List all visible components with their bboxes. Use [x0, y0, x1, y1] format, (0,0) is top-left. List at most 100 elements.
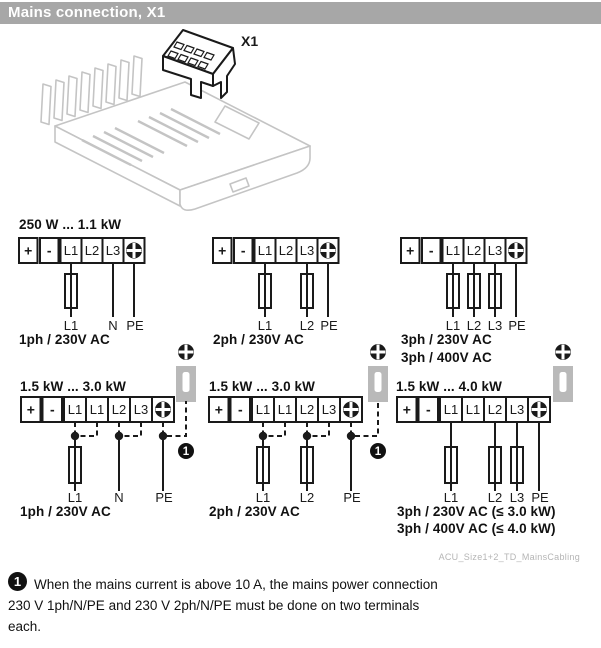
power-range-title: 1.5 kW ... 3.0 kW — [20, 379, 126, 394]
connector-label: X1 — [241, 33, 258, 49]
clamp-slot — [559, 372, 567, 392]
terminal-label: L2 — [467, 243, 481, 258]
device-body — [54, 81, 311, 211]
terminal-cell — [229, 396, 251, 423]
wiring-diagram-d3: + - L1 L2 L3 L1 L2 L3 PE — [400, 237, 528, 332]
earth-screw-icon — [555, 344, 571, 360]
jumper-wire — [123, 422, 142, 437]
terminal-cell — [233, 237, 254, 264]
jumper-wire — [267, 422, 286, 437]
terminal-label: + — [24, 243, 32, 259]
terminal-strip: + - L1 L2 L3 — [212, 237, 340, 264]
power-range-title: 250 W ... 1.1 kW — [19, 217, 122, 232]
supply-caption: 2ph / 230V AC — [209, 504, 300, 519]
wire-label: N — [114, 490, 123, 505]
terminal-strip: + - L1 L1 L2 L3 — [208, 396, 363, 423]
terminal-label: + — [406, 243, 414, 259]
device-illustration: X1 — [40, 29, 311, 211]
terminal-label: L3 — [106, 243, 120, 258]
earth-clamp — [176, 344, 196, 402]
wire-label: L1 — [64, 318, 78, 332]
wire-label: L1 — [258, 318, 272, 332]
earth-screw-icon — [343, 401, 359, 418]
supply-caption: 3ph / 400V AC (≤ 4.0 kW) — [397, 521, 556, 536]
earth-screw-icon — [178, 344, 194, 360]
wiring-diagram-d4: + - L1 L1 L2 L3 1 L1 N PE — [20, 396, 194, 505]
wiring-diagram-d1: + - L1 L2 L3 L1 N PE — [18, 237, 146, 332]
terminal-cell — [18, 237, 39, 264]
power-range-title: 1.5 kW ... 4.0 kW — [396, 379, 502, 394]
wire-label: PE — [343, 490, 361, 505]
earth-clamp — [368, 344, 388, 402]
terminal-label: - — [429, 243, 434, 259]
terminal-label: + — [218, 243, 226, 259]
terminal-label: L1 — [444, 402, 458, 417]
terminal-cell — [396, 396, 418, 423]
terminal-label: L3 — [322, 402, 336, 417]
jumper-wire — [79, 422, 98, 437]
wire-label: N — [108, 318, 117, 332]
earth-clamp-link — [355, 401, 379, 437]
earth-screw-icon — [508, 242, 524, 259]
terminal-label: L2 — [300, 402, 314, 417]
terminal-label: L1 — [256, 402, 270, 417]
terminal-label: + — [215, 402, 223, 418]
terminal-label: L2 — [279, 243, 293, 258]
terminal-label: - — [426, 402, 431, 418]
terminal-label: L1 — [90, 402, 104, 417]
heatsink-fins — [40, 55, 143, 126]
earth-screw-icon — [126, 242, 142, 259]
wire-label: PE — [155, 490, 173, 505]
supply-caption: 2ph / 230V AC — [213, 332, 304, 347]
supply-caption: 3ph / 400V AC — [401, 350, 492, 365]
wire-label: L2 — [300, 490, 314, 505]
terminal-label: L3 — [488, 243, 502, 258]
terminal-label: L1 — [278, 402, 292, 417]
power-range-title: 1.5 kW ... 3.0 kW — [209, 379, 315, 394]
wire-label: L3 — [488, 318, 502, 332]
terminal-strip: + - L1 L1 L2 L3 — [396, 396, 551, 423]
supply-caption: 1ph / 230V AC — [20, 504, 111, 519]
note-ref-badge: 1 — [370, 443, 386, 459]
supply-caption: 1ph / 230V AC — [19, 332, 110, 347]
svg-text:1: 1 — [375, 446, 382, 458]
wiring-diagram-d2: + - L1 L2 L3 L1 L2 PE — [212, 237, 340, 332]
svg-text:1: 1 — [183, 446, 190, 458]
terminal-cell — [208, 396, 230, 423]
terminal-label: L1 — [446, 243, 460, 258]
wire-label: PE — [126, 318, 144, 332]
wire-label: L2 — [300, 318, 314, 332]
earth-screw-icon — [155, 401, 171, 418]
terminal-label: L2 — [85, 243, 99, 258]
footnote-text: When the mains current is above 10 A, th… — [34, 577, 438, 592]
earth-screw-icon — [320, 242, 336, 259]
terminal-label: L2 — [488, 402, 502, 417]
earth-clamp — [553, 344, 573, 402]
supply-caption: 3ph / 230V AC — [401, 332, 492, 347]
terminal-label: - — [241, 243, 246, 259]
page-title: Mains connection, X1 — [0, 2, 601, 24]
earth-screw-icon — [531, 401, 547, 418]
earth-clamp-link — [167, 401, 187, 437]
terminal-label: - — [238, 402, 243, 418]
wire-label: L1 — [256, 490, 270, 505]
footnote-text: each. — [8, 619, 42, 634]
wiring-diagram-d6: + - L1 L1 L2 L3 L1 L2 L3 PE — [396, 396, 551, 505]
terminal-label: L1 — [64, 243, 78, 258]
wire-label: L1 — [446, 318, 460, 332]
terminal-label: - — [50, 402, 55, 418]
clamp-slot — [182, 372, 190, 392]
terminal-cell — [212, 237, 233, 264]
wire-label: L2 — [467, 318, 481, 332]
terminal-strip: + - L1 L2 L3 — [18, 237, 146, 264]
footnote-ref-badge: 1 — [8, 572, 27, 591]
terminal-label: L3 — [300, 243, 314, 258]
terminal-label: L1 — [466, 402, 480, 417]
wire-label: PE — [320, 318, 338, 332]
jumper-wire — [311, 422, 330, 437]
terminal-cell — [417, 396, 439, 423]
x1-connector-drawing: X1 — [162, 29, 258, 99]
terminal-label: L3 — [134, 402, 148, 417]
note-ref-badge: 1 — [178, 443, 194, 459]
